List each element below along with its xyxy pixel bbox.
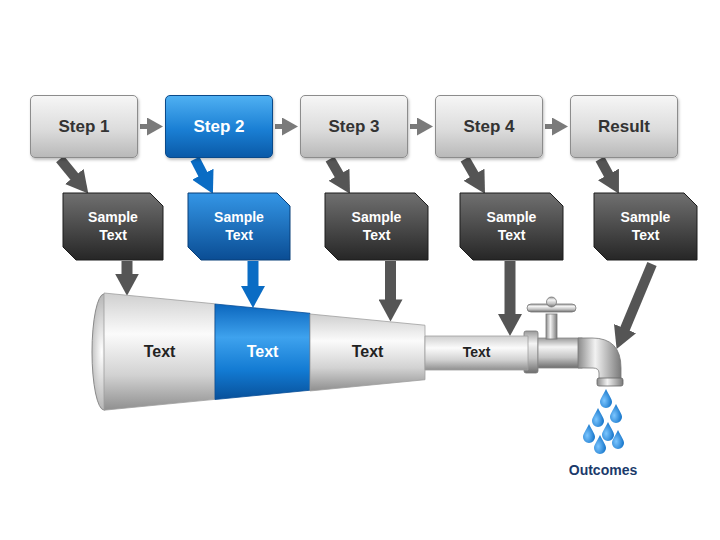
flow-arrow [600, 159, 612, 181]
flow-arrow [60, 159, 79, 183]
node-text: Step 4 [463, 116, 514, 137]
band-outline [104, 293, 215, 410]
text-stack: Result [598, 116, 650, 137]
process-box: Step 1 [30, 95, 138, 158]
process-box: Step 2 [165, 95, 273, 158]
flow-arrow [545, 124, 558, 129]
text-stack: Sample Text [337, 209, 417, 244]
outcome-text: Outcomes [548, 462, 658, 478]
note-outline [325, 193, 428, 260]
text-stack: Text [144, 342, 176, 362]
flow-arrow [385, 261, 396, 307]
faucet-knob [547, 297, 557, 307]
note-box: Sample Text [188, 193, 290, 260]
process-box: Step 4 [435, 95, 543, 158]
funnel-band: Text [310, 314, 425, 391]
band-outline [310, 314, 425, 391]
text-stack: Sample Text [472, 209, 552, 244]
node-text: Result [598, 116, 650, 137]
node-text: Sample Text [73, 209, 153, 244]
note-outline [188, 193, 290, 260]
text-stack: Text [352, 342, 384, 362]
note-box: Sample Text [325, 193, 428, 260]
text-stack: Sample Text [73, 209, 153, 244]
note-box: Sample Text [460, 193, 563, 260]
text-stack: Text [247, 342, 279, 362]
note-box: Sample Text [63, 193, 163, 260]
node-text: Text [144, 342, 176, 362]
node-text: Step 2 [193, 116, 244, 137]
text-stack: Text [463, 344, 491, 362]
flow-arrow [465, 159, 478, 182]
band-outline [215, 304, 310, 400]
process-box: Result [570, 95, 678, 158]
faucet-tip [597, 378, 623, 386]
text-stack: Step 3 [328, 116, 379, 137]
node-text: Sample Text [199, 209, 279, 244]
note-box: Sample Text [594, 193, 697, 260]
water-drops [583, 389, 624, 454]
flow-arrow [248, 261, 259, 294]
faucet-arrow [622, 264, 652, 336]
text-stack: Sample Text [606, 209, 686, 244]
funnel-band: Text [104, 293, 215, 410]
flow-arrow [505, 261, 516, 322]
flow-arrow [195, 159, 207, 181]
node-text: Sample Text [337, 209, 417, 244]
node-text: Text [247, 342, 279, 362]
flow-arrow [122, 261, 133, 282]
node-text: Step 1 [58, 116, 109, 137]
faucet-spout [578, 338, 621, 380]
funnel-band: Text [215, 304, 310, 400]
note-outline [460, 193, 563, 260]
text-stack: Step 2 [193, 116, 244, 137]
flow-arrow [410, 124, 423, 129]
note-outline [594, 193, 697, 260]
band-outline [425, 336, 528, 370]
node-text: Text [352, 342, 384, 362]
faucet-body [538, 338, 582, 368]
text-stack: Step 4 [463, 116, 514, 137]
faucet-stem [546, 314, 557, 339]
node-text: Step 3 [328, 116, 379, 137]
outcome-label: Outcomes [548, 462, 658, 478]
flow-arrow [275, 124, 288, 129]
note-outline [63, 193, 163, 260]
flow-arrow [140, 124, 153, 129]
node-text: Sample Text [606, 209, 686, 244]
text-stack: Step 1 [58, 116, 109, 137]
text-stack: Sample Text [199, 209, 279, 244]
process-box: Step 3 [300, 95, 408, 158]
node-text: Text [463, 344, 491, 362]
node-text: Sample Text [472, 209, 552, 244]
funnel-band: Text [425, 336, 528, 370]
flow-arrow [330, 159, 343, 182]
